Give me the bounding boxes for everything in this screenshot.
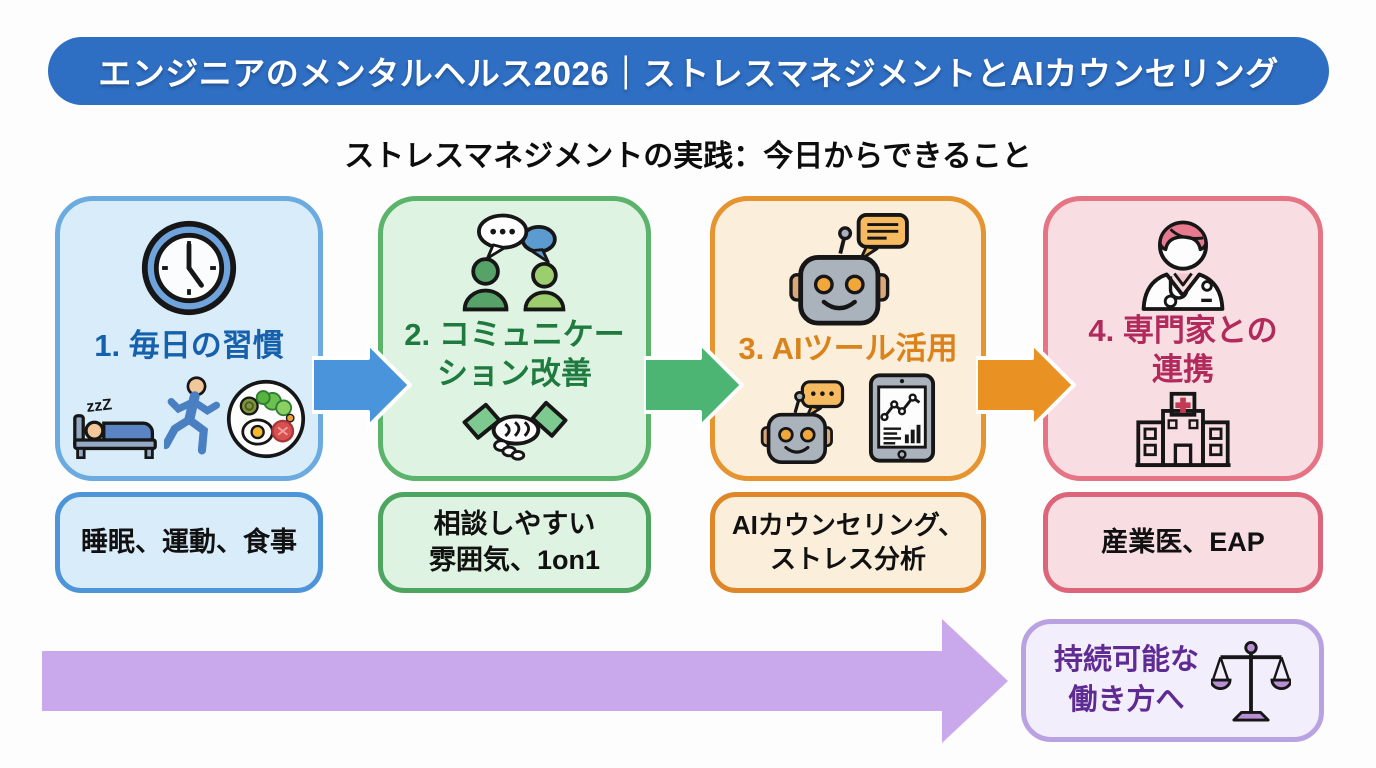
chat-people-icon (462, 213, 565, 312)
goal-label: 持続可能な 働き方へ (1053, 644, 1199, 716)
step-card-experts: 4. 専門家との 連携 (1043, 196, 1323, 481)
step-title: 4. 専門家との 連携 (1088, 312, 1278, 387)
step-label-communication: 相談しやすい 雰囲気、1on1 (378, 492, 651, 593)
meal-plate-icon (226, 379, 306, 459)
arrow-right-icon (976, 341, 1076, 429)
step-title: 2. コミュニケー ション改善 (404, 316, 625, 391)
robot-icon (760, 380, 845, 465)
running-person-icon (164, 376, 220, 455)
step-card-ai-tools: 3. AIツール活用 (710, 196, 986, 481)
clock-icon (141, 220, 237, 316)
arrow-right-icon (644, 341, 744, 429)
step-label-daily-habits: 睡眠、運動、食事 (55, 492, 323, 593)
goal-box: 持続可能な 働き方へ (1021, 619, 1324, 742)
doctor-icon (1141, 220, 1225, 312)
handshake-icon (462, 400, 567, 461)
balance-scale-icon (1211, 640, 1291, 721)
tablet-chart-icon (868, 373, 936, 464)
zzz-text: zzZ (86, 396, 114, 416)
progress-arrow-icon (42, 619, 1008, 743)
robot-chat-icon (789, 212, 909, 326)
step-title: 3. AIツール活用 (738, 331, 958, 367)
sleep-bed-icon: zzZ (73, 396, 157, 459)
ai-icons (760, 372, 936, 465)
page-title: エンジニアのメンタルヘルス2026｜ストレスマネジメントとAIカウンセリング (98, 55, 1279, 92)
arrow-right-icon (312, 341, 412, 429)
step-title: 1. 毎日の習慣 (94, 328, 284, 364)
habit-icons: zzZ (72, 375, 306, 459)
header-banner: エンジニアのメンタルヘルス2026｜ストレスマネジメントとAIカウンセリング (48, 37, 1329, 105)
step-card-communication: 2. コミュニケー ション改善 (378, 196, 651, 481)
hospital-icon (1135, 391, 1231, 467)
subtitle: ストレスマネジメントの実践：今日からできること (344, 140, 1032, 173)
step-card-daily-habits: 1. 毎日の習慣 zzZ (55, 196, 323, 481)
step-label-experts: 産業医、EAP (1043, 492, 1323, 593)
step-label-ai-tools: AIカウンセリング、 ストレス分析 (710, 492, 986, 593)
